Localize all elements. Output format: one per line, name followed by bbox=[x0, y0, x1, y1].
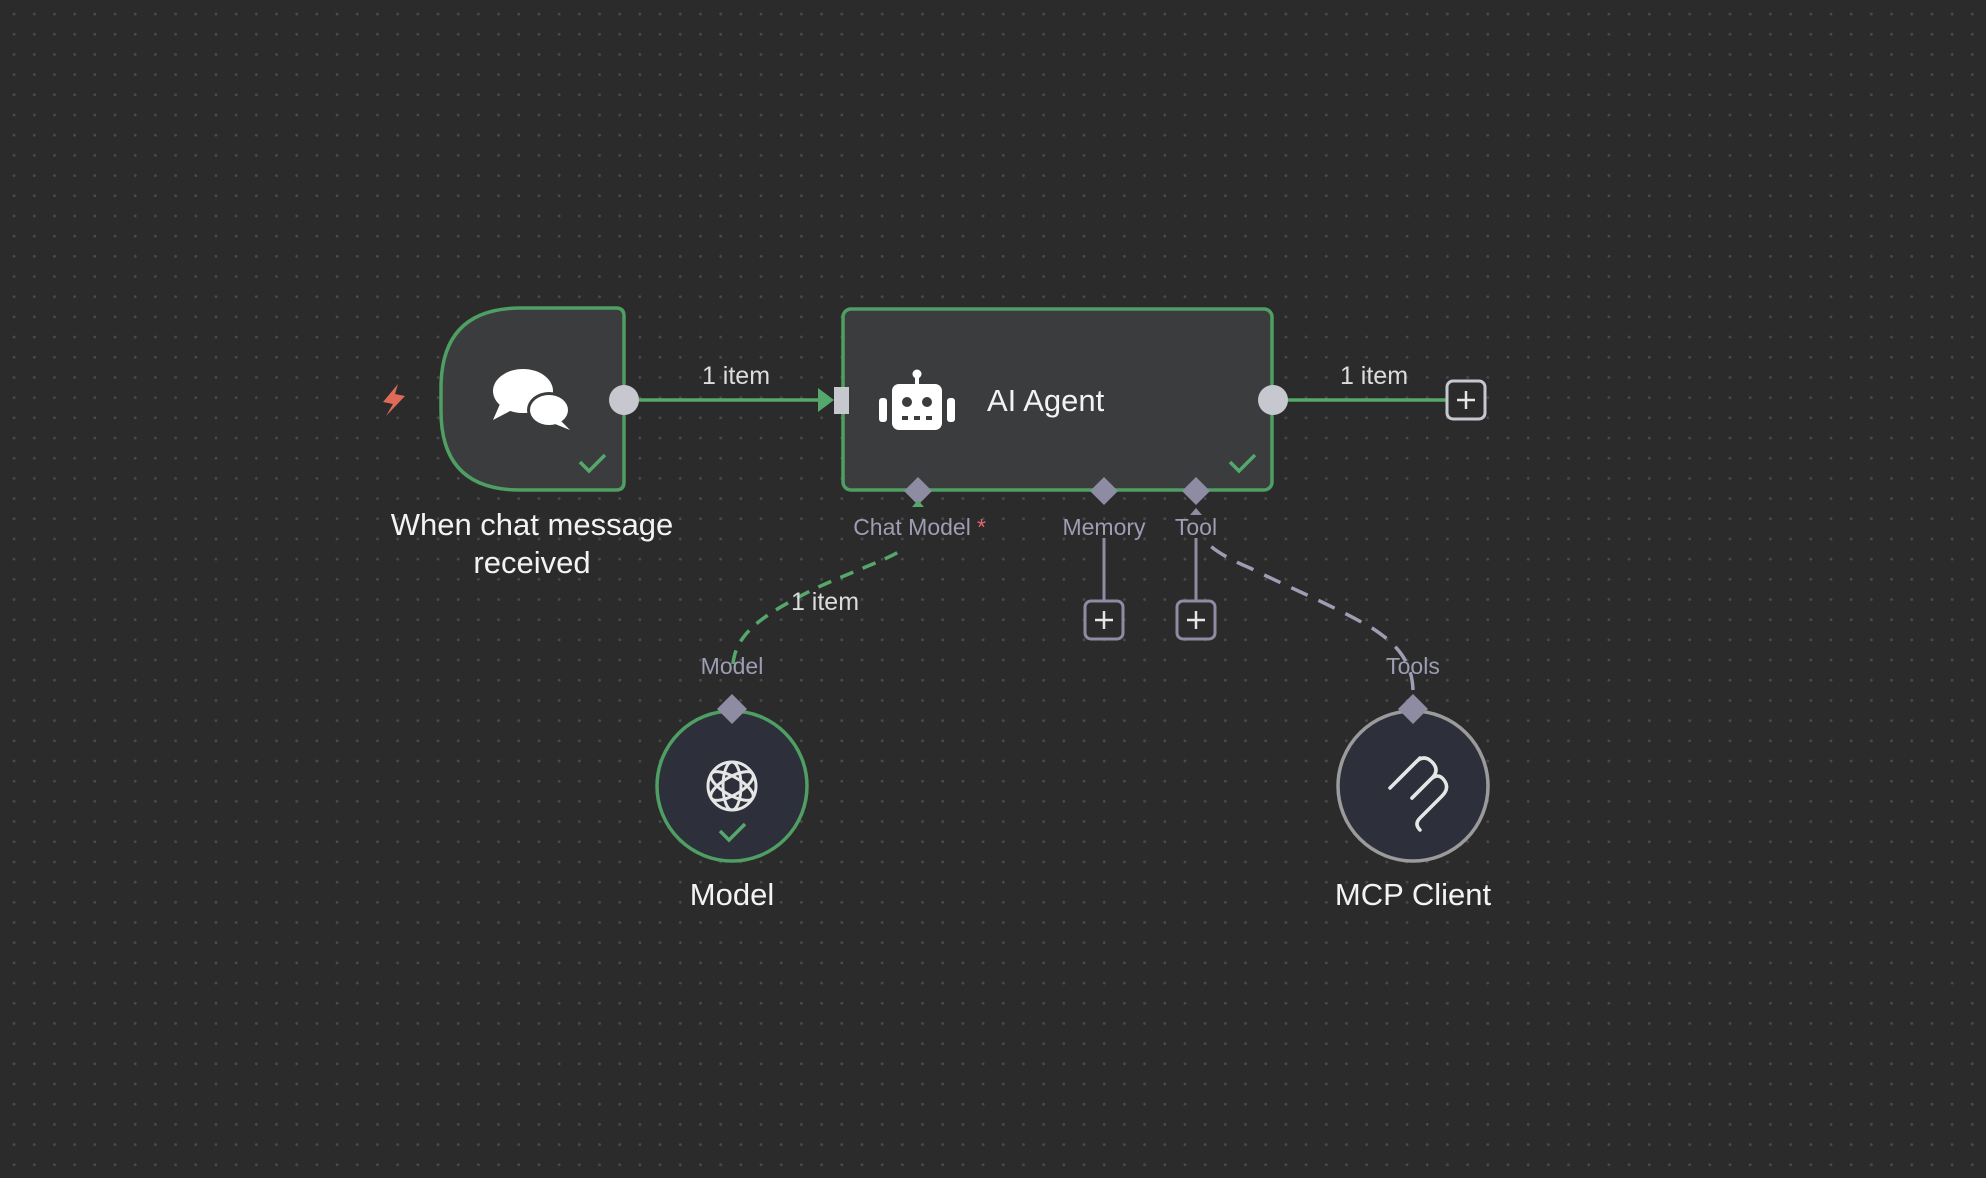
required-mark: * bbox=[977, 514, 986, 540]
edge-model-to-agent[interactable]: 1 item bbox=[731, 546, 907, 665]
mcp-title: MCP Client bbox=[1335, 877, 1492, 912]
plus-icon bbox=[1457, 391, 1475, 409]
agent-title: AI Agent bbox=[987, 383, 1105, 418]
success-check-icon bbox=[578, 453, 607, 474]
memory-handle-label: Memory bbox=[1062, 514, 1146, 540]
mcp-handle-label: Tools bbox=[1386, 653, 1440, 679]
edge-label-trigger-to-agent: 1 item bbox=[702, 362, 770, 390]
trigger-node[interactable]: When chat message received bbox=[383, 306, 674, 580]
chat-bubbles-icon bbox=[493, 369, 571, 430]
model-node[interactable]: Model Model bbox=[655, 653, 809, 912]
tool-handle-label: Tool bbox=[1175, 514, 1217, 540]
chat-model-handle[interactable] bbox=[904, 477, 932, 505]
ai-agent-node[interactable]: AI Agent Chat Model * Memory Tool bbox=[834, 307, 1288, 540]
robot-icon bbox=[879, 369, 955, 430]
chat-model-handle-label: Chat Model bbox=[853, 514, 971, 540]
edge-label-agent-output: 1 item bbox=[1340, 362, 1408, 390]
lightning-bolt-icon bbox=[383, 384, 405, 416]
agent-output-handle[interactable] bbox=[1258, 385, 1288, 415]
tool-handle-arrow-icon bbox=[1190, 508, 1202, 515]
chat-model-handle-arrow-icon bbox=[912, 500, 924, 507]
memory-handle[interactable] bbox=[1090, 477, 1118, 505]
edge-mcp-to-agent[interactable] bbox=[1201, 536, 1415, 691]
add-tool-button[interactable] bbox=[1175, 599, 1217, 641]
add-memory-button[interactable] bbox=[1083, 599, 1125, 641]
trigger-title-line1: When chat message bbox=[391, 507, 674, 542]
plus-icon bbox=[1187, 611, 1205, 629]
model-title: Model bbox=[690, 877, 774, 912]
success-check-icon bbox=[1228, 453, 1257, 474]
success-check-icon bbox=[718, 822, 747, 843]
add-node-button-output[interactable] bbox=[1445, 379, 1487, 421]
mcp-icon bbox=[1388, 756, 1449, 832]
edge-agent-output[interactable]: 1 item bbox=[1273, 362, 1447, 402]
model-handle-label: Model bbox=[701, 653, 764, 679]
trigger-output-handle[interactable] bbox=[609, 385, 639, 415]
plus-icon bbox=[1095, 611, 1113, 629]
agent-input-handle[interactable] bbox=[834, 387, 849, 414]
model-output-handle[interactable] bbox=[717, 694, 747, 724]
edge-arrow-icon bbox=[818, 388, 834, 412]
mcp-output-handle[interactable] bbox=[1398, 694, 1428, 724]
trigger-title-line2: received bbox=[473, 545, 590, 580]
tool-handle[interactable] bbox=[1182, 477, 1210, 505]
edge-trigger-to-agent[interactable]: 1 item bbox=[624, 362, 834, 412]
mcp-client-node[interactable]: Tools MCP Client bbox=[1335, 653, 1492, 912]
openai-icon bbox=[706, 760, 758, 812]
edge-label-model-to-agent: 1 item bbox=[791, 588, 859, 616]
